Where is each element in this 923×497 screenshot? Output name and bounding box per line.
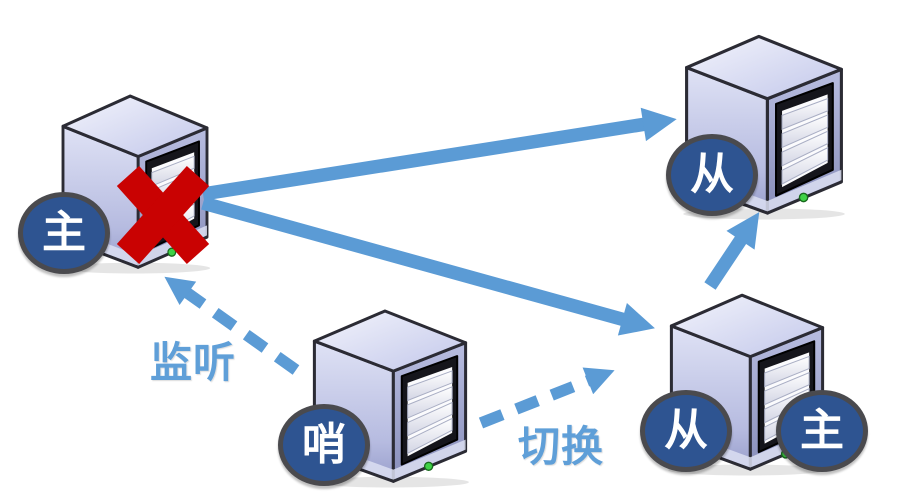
failure-x-icon bbox=[116, 165, 210, 265]
replication-arrow-slave-bottom-to-slave-top bbox=[704, 212, 760, 290]
badge-slave-bottom: 从 bbox=[640, 390, 732, 472]
badge-promoted-master: 主 bbox=[776, 390, 868, 472]
badge-slave-top: 从 bbox=[666, 134, 758, 216]
replication-arrow-master-to-slave-top bbox=[201, 107, 677, 201]
switchover-dashed-arrow bbox=[478, 367, 615, 429]
switchover-label: 切换 bbox=[518, 423, 605, 470]
badge-master: 主 bbox=[18, 192, 110, 274]
monitor-label: 监听 bbox=[150, 339, 237, 386]
badge-sentinel: 哨 bbox=[278, 404, 370, 486]
